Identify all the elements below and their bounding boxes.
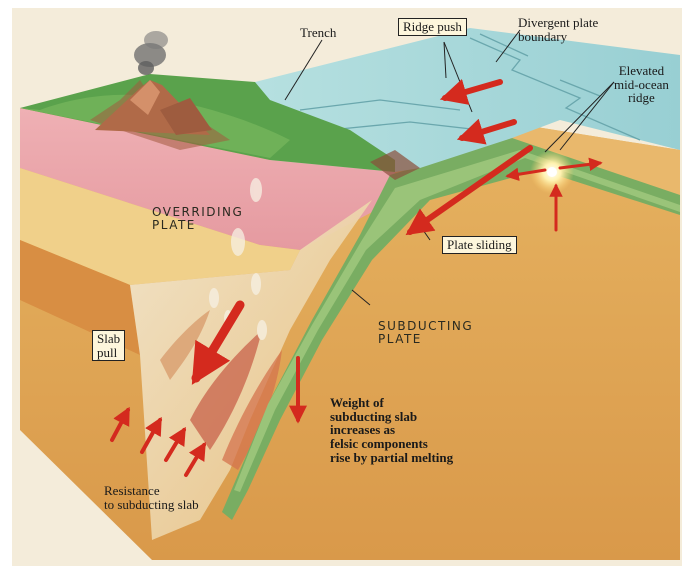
label-plate-sliding: Plate sliding <box>442 236 517 254</box>
label-weight-of-subducting-slab: Weight of subducting slab increases as f… <box>330 396 453 464</box>
label-slab-pull: Slab pull <box>92 330 125 361</box>
weight-line-3: increases as <box>330 423 453 437</box>
subducting-line-1: SUBDUCTING <box>378 320 473 333</box>
slab-pull-line-2: pull <box>97 346 120 360</box>
label-subducting-plate: SUBDUCTING PLATE <box>378 320 473 345</box>
resistance-line-2: to subducting slab <box>104 498 199 512</box>
weight-line-5: rise by partial melting <box>330 451 453 465</box>
divergent-line-2: boundary <box>518 30 598 44</box>
overriding-line-2: PLATE <box>152 219 243 232</box>
weight-line-4: felsic components <box>330 437 453 451</box>
label-divergent-plate-boundary: Divergent plate boundary <box>518 16 598 43</box>
label-trench: Trench <box>300 26 336 40</box>
label-elevated-mid-ocean-ridge: Elevated mid-ocean ridge <box>614 64 669 105</box>
resistance-line-1: Resistance <box>104 484 199 498</box>
label-ridge-push: Ridge push <box>398 18 467 36</box>
elevated-line-1: Elevated <box>614 64 669 78</box>
slab-pull-line-1: Slab <box>97 332 120 346</box>
weight-line-1: Weight of <box>330 396 453 410</box>
label-resistance-to-subducting-slab: Resistance to subducting slab <box>104 484 199 511</box>
elevated-line-3: ridge <box>614 91 669 105</box>
label-overriding-plate: OVERRIDING PLATE <box>152 206 243 231</box>
weight-line-2: subducting slab <box>330 410 453 424</box>
overriding-line-1: OVERRIDING <box>152 206 243 219</box>
divergent-line-1: Divergent plate <box>518 16 598 30</box>
subducting-line-2: PLATE <box>378 333 473 346</box>
elevated-line-2: mid-ocean <box>614 78 669 92</box>
